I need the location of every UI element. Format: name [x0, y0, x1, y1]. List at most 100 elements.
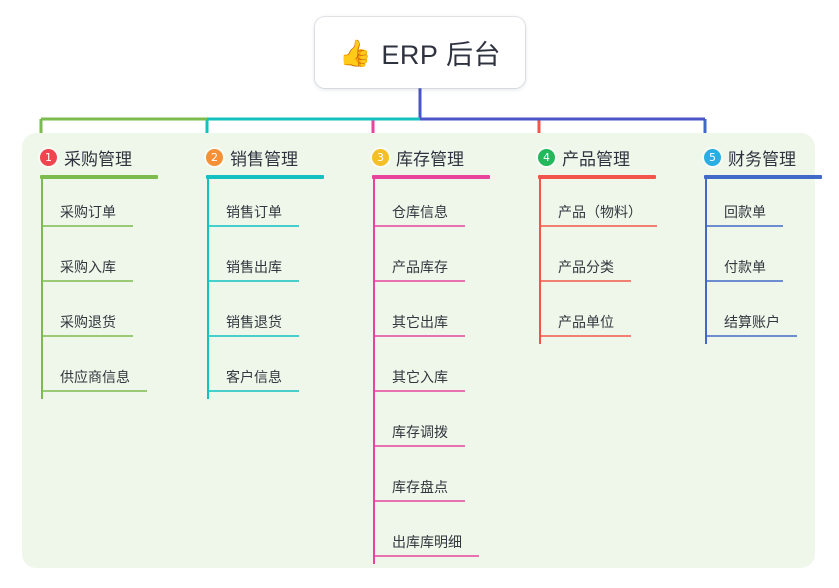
list-item[interactable]: 仓库信息: [362, 179, 490, 234]
list-item[interactable]: 结算账户: [694, 289, 822, 344]
column-header[interactable]: 3 库存管理: [362, 144, 490, 170]
list-item[interactable]: 产品库存: [362, 234, 490, 289]
list-item[interactable]: 付款单: [694, 234, 822, 289]
list-item-rule: [373, 280, 465, 282]
list-item-rule: [41, 225, 133, 227]
list-item-rule: [539, 225, 657, 227]
list-item-rule: [373, 500, 465, 502]
list-item[interactable]: 产品分类: [528, 234, 656, 289]
column-index-badge: 3: [372, 148, 389, 166]
column-销售管理: 2 销售管理销售订单销售出库销售退货客户信息: [196, 144, 324, 399]
column-header[interactable]: 5 财务管理: [694, 144, 822, 170]
list-item-rule: [539, 280, 631, 282]
list-item-rule: [207, 390, 299, 392]
list-item[interactable]: 销售订单: [196, 179, 324, 234]
list-item-rule: [373, 555, 479, 557]
column-采购管理: 1 采购管理采购订单采购入库采购退货供应商信息: [30, 144, 158, 399]
list-item-rule: [207, 225, 299, 227]
column-title: 销售管理: [230, 149, 298, 169]
list-item-rule: [207, 280, 299, 282]
list-item-label: 其它出库: [392, 314, 448, 330]
column-header-rule: [704, 175, 822, 179]
column-库存管理: 3 库存管理仓库信息产品库存其它出库其它入库库存调拨库存盘点出库库明细: [362, 144, 490, 564]
list-item-rule: [373, 390, 465, 392]
list-item-rule: [41, 335, 133, 337]
column-spine: [207, 179, 209, 399]
list-item-label: 销售出库: [226, 259, 282, 275]
list-item-label: 销售退货: [226, 314, 282, 330]
list-item-rule: [705, 335, 797, 337]
column-items: 销售订单销售出库销售退货客户信息: [196, 179, 324, 399]
list-item-label: 采购入库: [60, 259, 116, 275]
column-spine: [373, 179, 375, 564]
list-item-label: 库存盘点: [392, 479, 448, 495]
list-item[interactable]: 销售出库: [196, 234, 324, 289]
column-index-badge: 4: [538, 148, 555, 166]
list-item-label: 供应商信息: [60, 369, 130, 385]
list-item[interactable]: 库存盘点: [362, 454, 490, 509]
column-items: 采购订单采购入库采购退货供应商信息: [30, 179, 158, 399]
list-item-rule: [373, 445, 465, 447]
column-spine: [705, 179, 707, 344]
list-item-label: 出库库明细: [392, 534, 462, 550]
list-item-rule: [705, 225, 783, 227]
list-item-label: 采购订单: [60, 204, 116, 220]
column-title: 财务管理: [728, 149, 796, 169]
column-header[interactable]: 4 产品管理: [528, 144, 656, 170]
list-item-rule: [373, 335, 465, 337]
column-index-badge: 5: [704, 148, 721, 166]
column-index-badge: 1: [40, 148, 57, 166]
list-item-rule: [41, 390, 147, 392]
list-item[interactable]: 采购订单: [30, 179, 158, 234]
list-item[interactable]: 回款单: [694, 179, 822, 234]
list-item-label: 销售订单: [226, 204, 282, 220]
list-item-label: 其它入库: [392, 369, 448, 385]
column-items: 产品（物料） 产品分类产品单位: [528, 179, 657, 344]
column-title: 库存管理: [396, 149, 464, 169]
list-item-label: 库存调拨: [392, 424, 448, 440]
list-item[interactable]: 客户信息: [196, 344, 324, 399]
list-item-label: 产品分类: [558, 259, 614, 275]
list-item[interactable]: 供应商信息: [30, 344, 158, 399]
list-item-rule: [539, 335, 631, 337]
list-item-label: 客户信息: [226, 369, 282, 385]
column-财务管理: 5 财务管理回款单付款单结算账户: [694, 144, 822, 344]
list-item[interactable]: 采购入库: [30, 234, 158, 289]
list-item-rule: [41, 280, 133, 282]
list-item-rule: [207, 335, 299, 337]
column-header-rule: [538, 175, 656, 179]
column-items: 仓库信息产品库存其它出库其它入库库存调拨库存盘点出库库明细: [362, 179, 490, 564]
list-item-rule: [705, 280, 783, 282]
list-item-label: 结算账户: [724, 314, 780, 330]
column-header-rule: [206, 175, 324, 179]
list-item-label: 产品（物料）: [558, 204, 642, 220]
list-item[interactable]: 产品（物料）: [528, 179, 657, 234]
column-items: 回款单付款单结算账户: [694, 179, 822, 344]
column-spine: [539, 179, 541, 344]
list-item[interactable]: 库存调拨: [362, 399, 490, 454]
column-spine: [41, 179, 43, 399]
column-header-rule: [40, 175, 158, 179]
diagram-panel: [22, 133, 815, 568]
column-header[interactable]: 2 销售管理: [196, 144, 324, 170]
column-index-badge: 2: [206, 148, 223, 166]
page-title: ERP 后台: [381, 40, 501, 70]
list-item[interactable]: 采购退货: [30, 289, 158, 344]
column-title: 采购管理: [64, 149, 132, 169]
list-item[interactable]: 其它入库: [362, 344, 490, 399]
column-header[interactable]: 1 采购管理: [30, 144, 158, 170]
list-item-label: 付款单: [724, 259, 766, 275]
root-node-card[interactable]: 👍 ERP 后台: [315, 17, 525, 88]
list-item-label: 采购退货: [60, 314, 116, 330]
list-item-label: 仓库信息: [392, 204, 448, 220]
list-item[interactable]: 销售退货: [196, 289, 324, 344]
thumbs-up-icon: 👍: [339, 37, 372, 68]
list-item[interactable]: 产品单位: [528, 289, 656, 344]
column-产品管理: 4 产品管理产品（物料） 产品分类产品单位: [528, 144, 657, 344]
list-item-label: 回款单: [724, 204, 766, 220]
column-header-rule: [372, 175, 490, 179]
list-item-rule: [373, 225, 465, 227]
column-title: 产品管理: [562, 149, 630, 169]
list-item[interactable]: 出库库明细: [362, 509, 490, 564]
list-item[interactable]: 其它出库: [362, 289, 490, 344]
